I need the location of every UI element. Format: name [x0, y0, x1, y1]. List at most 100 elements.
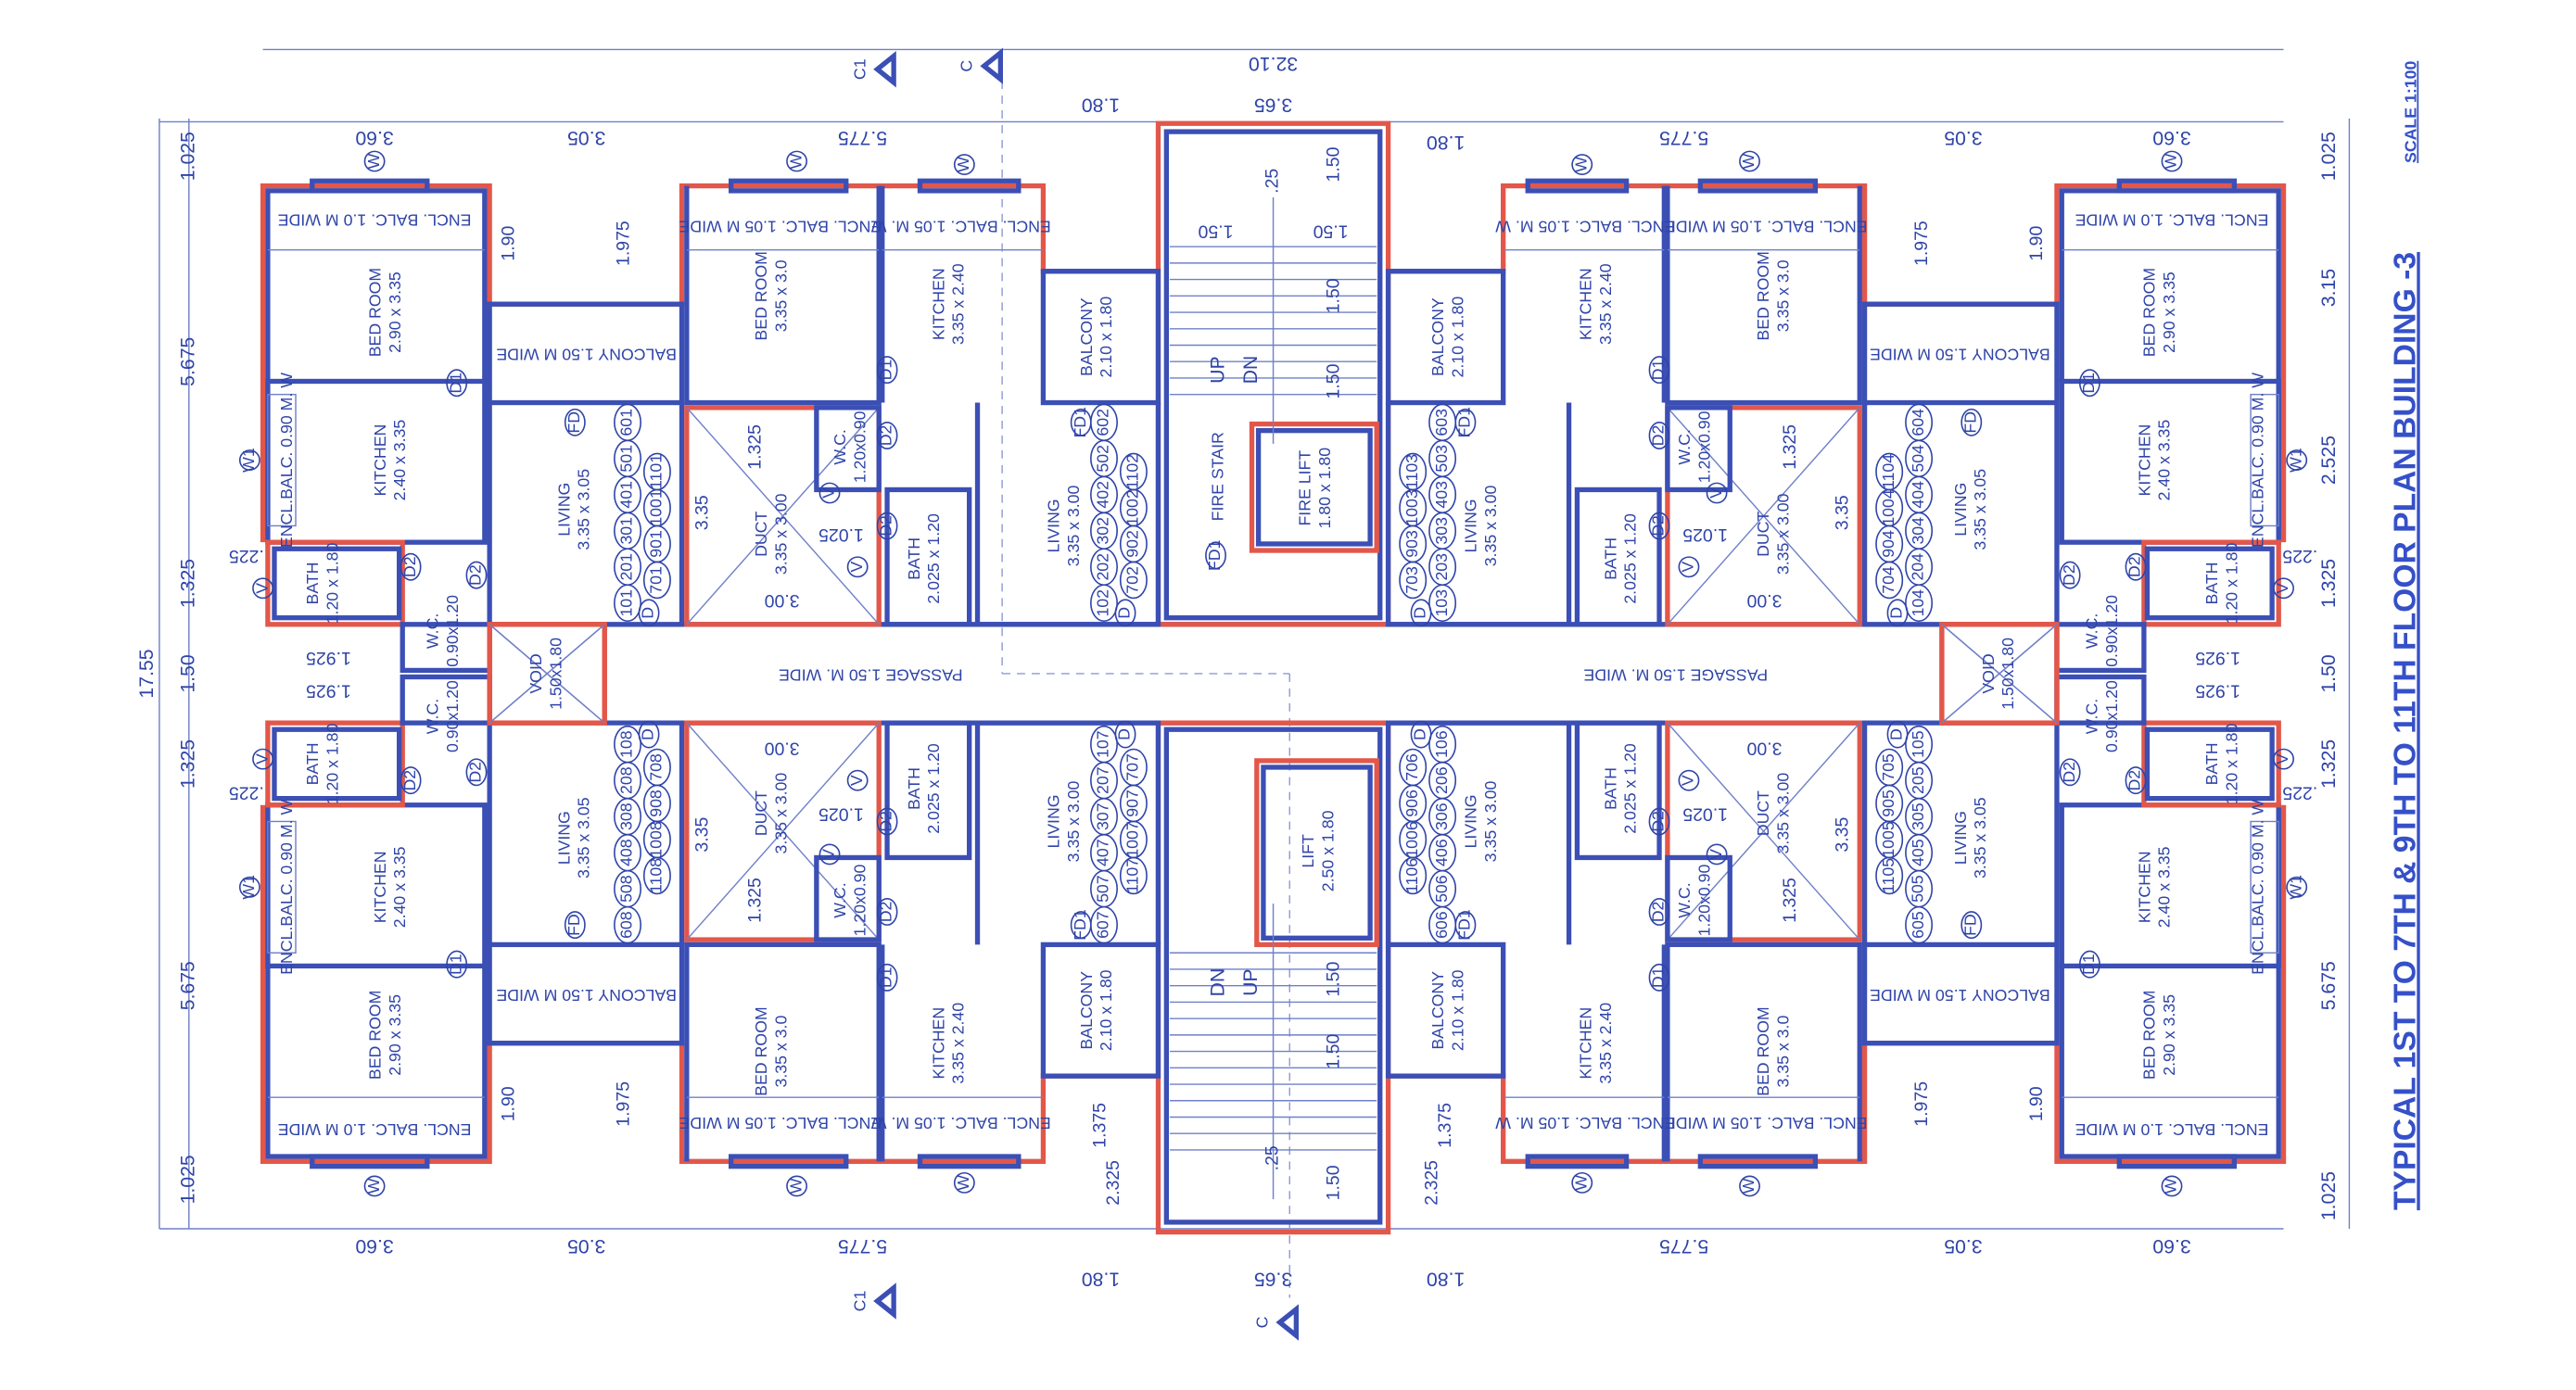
room-size: 1.20 x 1.80: [2222, 723, 2240, 804]
bath-wall: [272, 727, 402, 802]
flat-number: 704: [1879, 566, 1897, 594]
room-name: ENCL. BALC. 1.0 M WIDE: [278, 1120, 472, 1139]
door-tag-circle: [1648, 897, 1670, 926]
room-name: LIVING: [554, 483, 573, 537]
window-tag-circle: [1739, 1175, 1760, 1197]
fire-lift-shaft: [1249, 421, 1379, 553]
window-tag-circle: [2273, 748, 2294, 770]
dimension-label: 1.925: [2195, 648, 2240, 668]
flat-number: 1005: [1879, 821, 1897, 858]
door-tag-circle: [876, 807, 898, 836]
flat-number: 705: [1879, 753, 1897, 781]
flat-number: 1104: [1879, 454, 1897, 489]
door-tag: D1: [446, 373, 464, 394]
flat-number-circle: [1428, 905, 1457, 944]
room-size: 2.025 x 1.20: [1621, 743, 1640, 834]
room-size: 3.35 x 3.05: [1971, 797, 1989, 878]
flat-number: 302: [1094, 517, 1112, 545]
room-size: 2.40 x 3.35: [2155, 846, 2174, 928]
flat-number: 203: [1432, 553, 1451, 581]
room-name: LIVING: [1045, 499, 1063, 552]
section-mark: C1: [850, 58, 869, 80]
units: [260, 178, 2287, 1169]
room-size: 3.35 x 3.0: [1773, 259, 1792, 332]
door-tag-circle: [876, 963, 898, 992]
top-dimension: 3.05: [567, 127, 605, 149]
window-tag: W: [786, 1178, 805, 1194]
dimension-label: 1.90: [2026, 225, 2047, 260]
window-tag-circle: [252, 577, 274, 600]
dimension-label: 1.375: [1435, 1103, 1455, 1148]
flat-number: 403: [1432, 481, 1451, 509]
window-tag: W: [954, 157, 972, 172]
door-tag: D1: [446, 954, 464, 975]
room-size: 1.20x0.90: [850, 411, 869, 483]
lift-size: 2.50 x 1.80: [1318, 810, 1337, 891]
room-name: W.C.: [2083, 699, 2101, 734]
top-dimension: 1.80: [1082, 94, 1120, 116]
room-name: BED ROOM: [752, 1006, 770, 1095]
room-name: BED ROOM: [2140, 991, 2159, 1080]
lift-wall: [1261, 764, 1373, 941]
stair-dimension: 1.50: [1198, 221, 1233, 241]
stair-dimension: 1.50: [1323, 1165, 1343, 1200]
stair-dn-label: DN: [1207, 968, 1229, 997]
door-tag: FD1: [1071, 909, 1089, 940]
room-name: BALCONY 1.50 M WIDE: [496, 986, 677, 1005]
fire-door-tag: FD1: [1205, 540, 1224, 571]
dimension-label: 1.90: [2026, 1086, 2047, 1121]
flat-number: 706: [1402, 753, 1421, 781]
door-tag: D1: [1649, 967, 1668, 989]
flat-number: 307: [1094, 802, 1112, 830]
door-tag-circle: [1648, 421, 1670, 449]
flat-number: 901: [647, 530, 666, 558]
room-name: W.C.: [1675, 882, 1694, 917]
room-name: ENCL. BALC. 1.0 M WIDE: [2075, 1120, 2268, 1139]
bath2-wall: [1574, 486, 1662, 627]
flat-number: 103: [1432, 589, 1451, 617]
room-size: 3.35 x 3.0: [1773, 1016, 1792, 1088]
stair-dimension: .25: [1263, 169, 1283, 194]
room-size: 2.10 x 1.80: [1449, 297, 1467, 378]
flat-number: 504: [1909, 445, 1927, 473]
flat-number: 602: [1094, 409, 1112, 436]
room-name: BED ROOM: [1754, 251, 1772, 340]
room-name: BATH: [2202, 742, 2221, 785]
door-tag-circle: [400, 552, 422, 581]
window-tag-circle: [953, 1171, 975, 1194]
room-name: BATH: [2202, 562, 2221, 605]
room-size: 0.90x1.20: [2102, 680, 2121, 752]
window: [310, 178, 430, 194]
room-size: 3.35 x 3.00: [1481, 780, 1500, 862]
door-tag: D: [1887, 728, 1906, 740]
door-tag: FD: [1961, 411, 1979, 434]
room-name: ENCL. BALC. 1.0 M WIDE: [2075, 210, 2268, 229]
stair-up-label: UP: [1207, 356, 1229, 384]
room-name: W.C.: [1675, 429, 1694, 464]
flat-number: 201: [617, 553, 636, 581]
window: [917, 1154, 1022, 1169]
bath2-wall: [884, 486, 972, 627]
bottom-dimension: 5.775: [1659, 1235, 1708, 1257]
door-tag: D2: [877, 425, 895, 447]
room-size: 2.90 x 3.35: [2160, 994, 2178, 1076]
door-tag: D2: [2060, 762, 2078, 783]
flat-number: 502: [1094, 445, 1112, 473]
window-tag: V: [252, 753, 271, 764]
room-name: ENCL. BALC. 1.05 M. W: [1495, 1114, 1675, 1132]
window-tag-circle: [846, 556, 869, 578]
door-tag: D: [1115, 607, 1134, 619]
room-size: 3.35 x 3.00: [771, 773, 790, 854]
room-name: BED ROOM: [752, 251, 770, 340]
flat-number-circle: [642, 452, 671, 491]
drawing-title: TYPICAL 1ST TO 7TH & 9TH TO 11TH FLOOR P…: [2388, 252, 2422, 1210]
bottom-dimension: 1.80: [1082, 1269, 1120, 1291]
left-dimension: 1.325: [176, 739, 198, 789]
window-tag-circle: [846, 769, 869, 791]
dimension-label: 1.975: [1911, 221, 1932, 266]
dimension-label: 3.00: [1746, 590, 1782, 611]
balcony2-wall: [1040, 269, 1161, 406]
fire-lift-label: FIRE LIFT: [1296, 450, 1314, 526]
flat-number: 1103: [1402, 454, 1421, 489]
